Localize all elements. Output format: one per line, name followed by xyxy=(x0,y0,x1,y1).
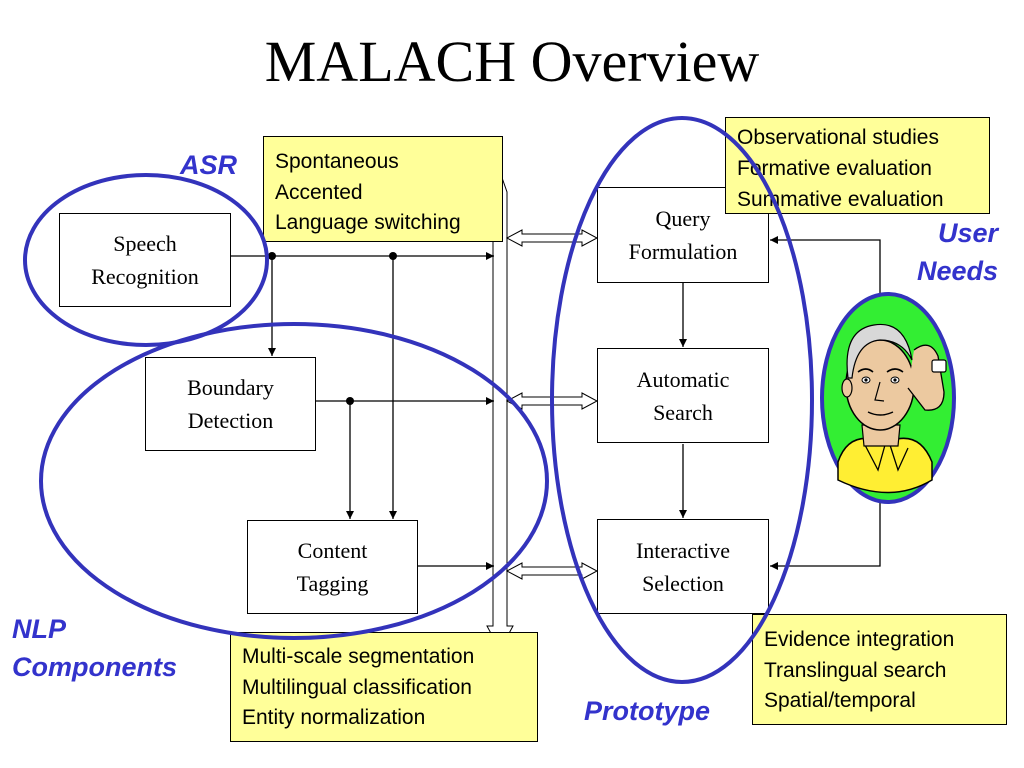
prototype-note-item: Spatial/temporal xyxy=(764,689,916,712)
automatic-search-box: Automatic Search xyxy=(597,348,769,443)
prototype-label: Prototype xyxy=(584,696,711,726)
double-arrow-selection xyxy=(505,562,599,580)
asr-note-item: Language switching xyxy=(275,211,461,234)
asr-note-item: Spontaneous xyxy=(275,150,399,173)
asr-notes: Spontaneous Accented Language switching xyxy=(263,136,503,242)
user-to-query-line xyxy=(770,236,881,300)
double-arrow-query xyxy=(505,229,599,247)
double-arrow-search xyxy=(505,392,599,410)
boundary-detection-box: Boundary Detection xyxy=(145,357,316,451)
content-tagging-box: Content Tagging xyxy=(247,520,418,614)
user-needs-note-item: Formative evaluation xyxy=(737,157,932,180)
vertical-double-arrow xyxy=(486,170,514,652)
asr-label: ASR xyxy=(180,150,238,180)
prototype-note-item: Evidence integration xyxy=(764,628,955,651)
user-needs-label: User Needs xyxy=(916,218,998,286)
nlp-notes: Multi-scale segmentation Multilingual cl… xyxy=(230,632,538,742)
prototype-note-item: Translingual search xyxy=(764,658,947,682)
nlp-note-item: Entity normalization xyxy=(242,706,426,729)
nlp-note-item: Multilingual classification xyxy=(242,675,472,699)
prototype-notes: Evidence integration Translingual search… xyxy=(752,614,1007,725)
user-to-selection-line xyxy=(770,490,881,570)
speech-recognition-box: Speech Recognition xyxy=(59,213,231,307)
interactive-selection-box: Interactive Selection xyxy=(597,519,769,614)
slide-title: MALACH Overview xyxy=(264,29,760,94)
nlp-note-item: Multi-scale segmentation xyxy=(242,645,475,668)
user-needs-notes: Observational studies Formative evaluati… xyxy=(725,117,990,214)
user-needs-note-item: Summative evaluation xyxy=(737,188,944,211)
asr-note-item: Accented xyxy=(275,180,363,204)
user-needs-note-item: Observational studies xyxy=(737,126,939,149)
nlp-components-label: NLP Components xyxy=(12,614,177,682)
